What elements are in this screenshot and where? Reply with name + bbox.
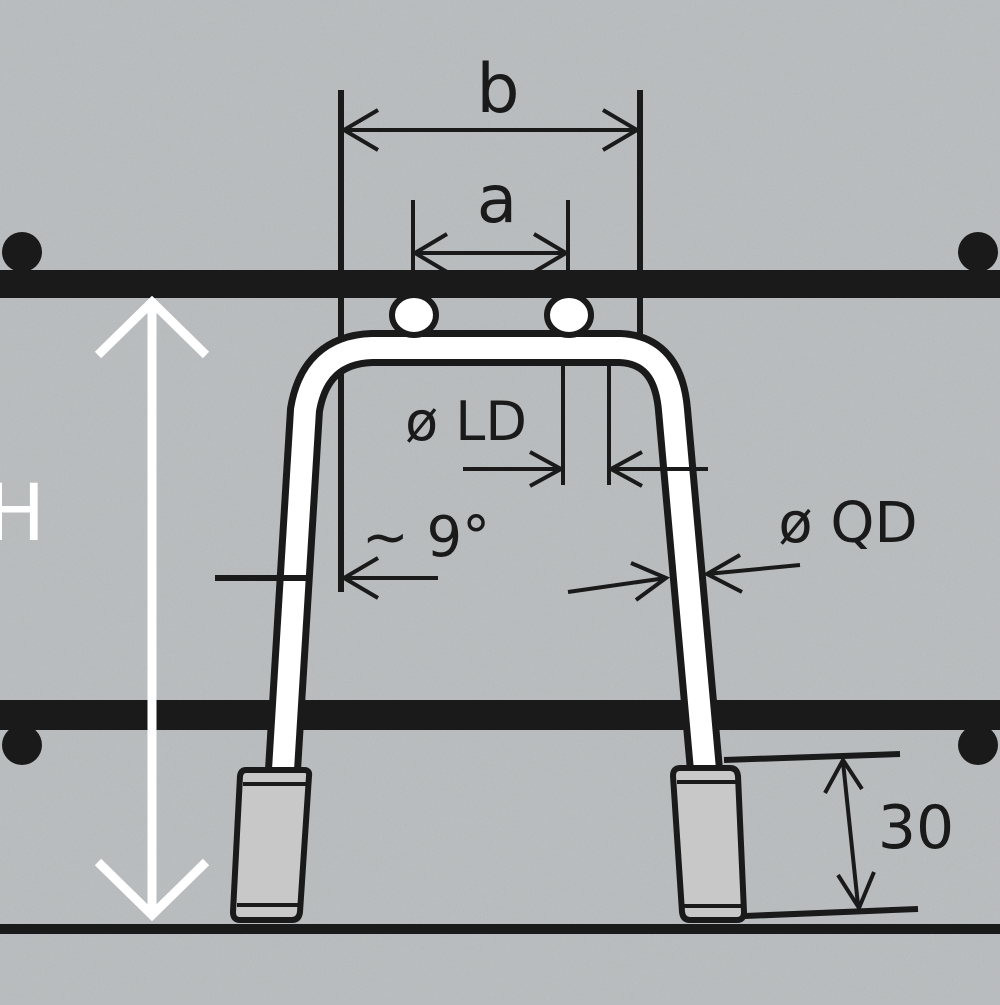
rebar-dot-bottom-right xyxy=(958,725,998,765)
label-b: b xyxy=(476,50,519,129)
rebar-dot-top-right xyxy=(958,232,998,272)
top-rebar-bar xyxy=(0,270,1000,298)
foot-left xyxy=(229,767,313,923)
bottom-rebar-bar xyxy=(0,700,1000,730)
foot-right xyxy=(669,765,748,923)
dimension-qd xyxy=(567,553,801,602)
stirrup-wire xyxy=(272,337,716,771)
longitudinal-wire-left xyxy=(389,292,439,338)
label-30: 30 xyxy=(878,793,954,863)
dimension-a xyxy=(411,200,570,274)
rebar-dot-bottom-left xyxy=(2,725,42,765)
label-qd: ø QD xyxy=(778,491,917,556)
label-ld: ø LD xyxy=(405,390,527,453)
bottom-slab-line xyxy=(0,924,1000,934)
label-h: H xyxy=(0,469,45,559)
dimension-30 xyxy=(723,751,919,919)
rebar-dot-top-left xyxy=(2,232,42,272)
dimension-angle xyxy=(215,556,438,600)
dimension-ld xyxy=(463,365,708,488)
dimension-h xyxy=(94,295,210,922)
label-angle: ~ 9° xyxy=(362,505,490,570)
dimension-b xyxy=(340,108,641,152)
label-a: a xyxy=(477,161,517,238)
longitudinal-wire-right xyxy=(544,292,594,338)
